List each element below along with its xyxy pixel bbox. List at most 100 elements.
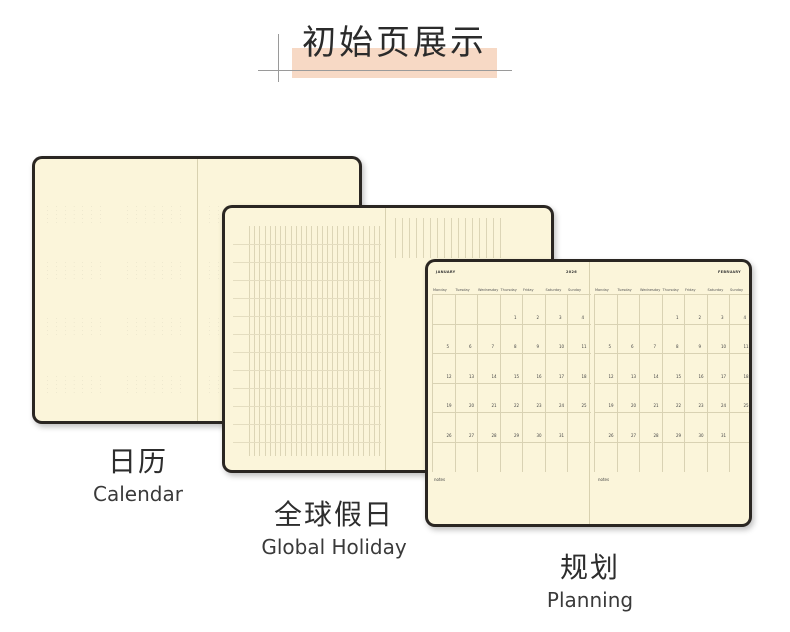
planning-day-cell <box>499 323 523 354</box>
holiday-row-rule <box>233 388 381 389</box>
planning-day-number: 8 <box>676 344 679 349</box>
planning-day-cell <box>594 412 618 443</box>
planning-day-number: 31 <box>721 432 727 438</box>
planning-weekday: Monday <box>595 288 609 292</box>
planning-day-cell <box>661 294 685 325</box>
calendar-caption-en: Calendar <box>93 482 183 506</box>
planning-weekday: Friday <box>523 288 534 292</box>
planning-day-cell <box>432 294 456 325</box>
planning-day-number: 16 <box>698 373 704 379</box>
holiday-column-rule <box>402 218 403 258</box>
holiday-column-rule <box>285 226 287 456</box>
planning-day-number: 27 <box>469 432 475 438</box>
planning-day-number: 13 <box>469 373 475 379</box>
mini-month-block: ··································· <box>123 195 185 224</box>
planning-day-cell <box>499 412 523 443</box>
calendar-caption-zh: 日历 <box>107 445 168 478</box>
planning-day-cell <box>454 294 478 325</box>
mini-month-block: ··································· <box>43 307 105 336</box>
planning-day-number: 19 <box>608 403 614 408</box>
holiday-row-rule <box>233 298 381 299</box>
planning-day-cell <box>661 441 685 472</box>
planning-day-cell <box>706 412 730 443</box>
holiday-caption-en: Global Holiday <box>261 535 407 559</box>
planning-day-cell <box>522 353 546 384</box>
holiday-column-rule <box>342 226 344 456</box>
planning-day-number: 20 <box>631 403 637 408</box>
holiday-column-rule <box>249 226 250 456</box>
planning-day-cell <box>499 353 523 384</box>
planning-day-cell <box>661 353 685 384</box>
planning-day-cell <box>684 353 708 384</box>
holiday-column-rule <box>290 226 292 456</box>
mini-month-block: ··································· <box>123 365 185 394</box>
holiday-column-rule <box>280 226 282 456</box>
title-highlight <box>292 48 497 78</box>
planning-day-number: 3 <box>559 314 562 320</box>
planning-day-number: 22 <box>676 403 682 408</box>
planning-day-number: 4 <box>743 314 747 320</box>
holiday-column-rule <box>353 226 354 456</box>
holiday-column-rule <box>254 226 256 456</box>
holiday-column-rule <box>451 218 452 258</box>
holiday-row-rule <box>233 280 381 281</box>
planning-day-cell <box>661 382 685 413</box>
holiday-column-rule <box>311 226 313 456</box>
planning-day-number: 4 <box>581 314 585 320</box>
planning-day-cell <box>639 294 663 325</box>
mini-month-block: ··································· <box>43 251 105 280</box>
planning-weekday: Tuesday <box>617 288 632 292</box>
planning-weekday: Wednesday <box>640 288 661 292</box>
planning-day-number: 29 <box>514 432 520 438</box>
holiday-row-rule <box>233 406 381 407</box>
holiday-column-rule <box>493 218 494 258</box>
holiday-row-rule <box>233 244 381 245</box>
holiday-column-rule <box>479 218 480 258</box>
planning-day-number: 29 <box>676 432 682 438</box>
planning-day-cell <box>544 382 568 413</box>
notes-label-left: notes <box>434 477 446 482</box>
planning-day-number: 30 <box>698 432 704 438</box>
planning-day-number: 20 <box>469 403 475 408</box>
planning-day-cell <box>729 382 749 413</box>
notebook-spine <box>385 208 386 470</box>
planning-day-number: 17 <box>559 373 565 379</box>
planning-day-cell <box>684 412 708 443</box>
holiday-caption-zh: 全球假日 <box>273 498 394 531</box>
holiday-column-rule <box>295 226 297 456</box>
planning-weekday: Monday <box>433 288 447 292</box>
mini-month-block: ··································· <box>123 307 185 336</box>
planning-day-cell <box>639 382 663 413</box>
planning-day-cell <box>432 382 456 413</box>
holiday-column-rule <box>430 218 431 258</box>
planning-day-cell <box>616 382 640 413</box>
planning-day-cell <box>729 323 749 354</box>
planning-day-number: 1 <box>676 314 679 320</box>
holiday-column-rule <box>437 218 438 258</box>
planning-day-cell <box>639 441 663 472</box>
planning-weekday: Sunday <box>568 288 582 292</box>
planning-day-number: 10 <box>721 344 727 349</box>
planning-day-cell <box>729 412 749 443</box>
planning-day-number: 27 <box>631 432 637 438</box>
planning-day-cell <box>616 441 640 472</box>
planning-day-number: 2 <box>698 314 702 320</box>
planning-day-cell <box>499 441 523 472</box>
planning-day-cell <box>522 441 546 472</box>
planning-day-cell <box>684 441 708 472</box>
holiday-column-rule <box>444 218 445 258</box>
planning-day-number: 25 <box>743 403 749 408</box>
planning-day-cell <box>594 353 618 384</box>
planning-weekday: Wednesday <box>478 288 499 292</box>
planning-day-number: 8 <box>514 344 517 349</box>
holiday-column-rule <box>486 218 487 258</box>
mini-month-block: ··································· <box>43 195 105 224</box>
planning-day-cell <box>684 382 708 413</box>
planning-weekday: Thursday <box>662 288 679 292</box>
planning-weekday: Tuesday <box>455 288 470 292</box>
planning-day-number: 12 <box>608 373 614 379</box>
planning-day-cell <box>729 441 749 472</box>
planning-day-cell <box>567 353 591 384</box>
planning-day-cell <box>639 323 663 354</box>
planning-day-number: 15 <box>514 373 520 379</box>
